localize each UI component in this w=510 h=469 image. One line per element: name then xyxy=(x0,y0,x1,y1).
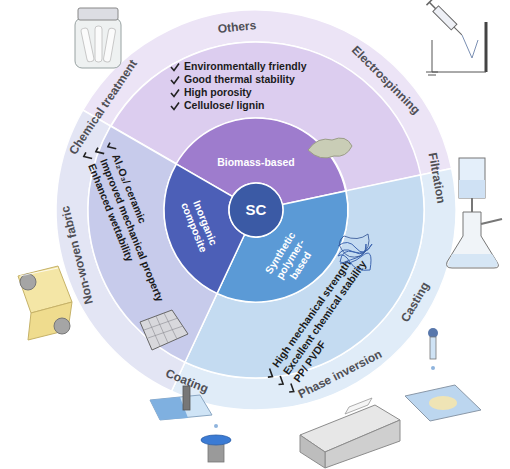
electrospinning-illustration xyxy=(426,72,438,73)
coating-illustration xyxy=(214,424,218,428)
electrospinning-illustration xyxy=(485,22,488,72)
property-text: Good thermal stability xyxy=(184,73,295,86)
sector-shape xyxy=(56,10,456,410)
non-woven-illustration xyxy=(28,302,72,340)
jar-illustration xyxy=(103,28,116,63)
coating-illustration xyxy=(208,440,224,462)
checklist-row: Environmentally friendly xyxy=(170,60,342,73)
sector-shape xyxy=(164,164,245,293)
phase-inversion-illustration xyxy=(300,398,400,468)
electrospinning-illustration xyxy=(429,2,435,8)
check-mark xyxy=(106,139,119,152)
category-label: Biomass-based xyxy=(217,156,295,168)
non-woven-illustration xyxy=(18,266,72,313)
check-mark xyxy=(275,376,285,387)
check-mark xyxy=(265,368,275,379)
casting-illustration xyxy=(430,337,436,359)
electrospinning-illustration xyxy=(428,75,436,76)
method-ring: OthersElectrospinningFiltrationCastingPh… xyxy=(56,10,456,410)
electrospinning-illustration xyxy=(426,0,464,38)
check-mark xyxy=(286,383,296,394)
electrospinning-illustration xyxy=(454,27,462,35)
electrospinning-illustration xyxy=(432,40,486,72)
checklist-row: Good thermal stability xyxy=(170,73,342,86)
filtration-illustration xyxy=(481,219,502,224)
coating-illustration xyxy=(150,397,188,420)
center-circle: SC xyxy=(229,183,283,237)
check-mark xyxy=(170,62,180,72)
jar-illustration xyxy=(75,18,121,68)
category-sector: Inorganic composite xyxy=(164,164,245,293)
filtration-illustration xyxy=(459,180,485,198)
check-mark xyxy=(171,63,179,70)
non-woven-illustration xyxy=(20,274,36,290)
filtration-illustration xyxy=(448,254,498,267)
check-mark xyxy=(95,146,104,156)
casting-illustration xyxy=(405,385,481,421)
electrospinning-illustration xyxy=(462,35,478,58)
non-woven-illustration xyxy=(54,318,70,334)
check-mark xyxy=(170,75,180,85)
casting-illustration xyxy=(431,366,435,370)
property-text: Cellulose/ lignin xyxy=(184,99,265,112)
filtration-illustration xyxy=(471,198,473,224)
electrospinning-illustration xyxy=(426,0,486,75)
non-woven-illustration xyxy=(18,266,72,340)
check-mark xyxy=(171,76,179,83)
casting-illustration xyxy=(429,396,457,410)
checklist-row: Cellulose/ lignin xyxy=(170,99,342,112)
check-mark xyxy=(170,101,180,111)
jar-illustration xyxy=(78,8,118,20)
casting-illustration xyxy=(405,328,481,421)
check-mark xyxy=(170,88,180,98)
property-text: Environmentally friendly xyxy=(184,60,307,73)
non-woven-illustration xyxy=(20,268,58,276)
phase-inversion-illustration xyxy=(300,435,325,468)
electrospinning-illustration xyxy=(426,0,432,5)
coating-illustration xyxy=(201,435,231,445)
check-mark xyxy=(94,144,107,157)
phase-inversion-illustration xyxy=(325,420,400,468)
jar-illustration xyxy=(75,8,121,68)
phase-inversion-illustration xyxy=(345,398,372,414)
property-text: High porosity xyxy=(184,86,252,99)
check-mark xyxy=(82,149,95,162)
check-mark xyxy=(171,89,179,96)
checklist-row: High porosity xyxy=(170,86,342,99)
jar-illustration xyxy=(81,28,95,63)
sector-shape xyxy=(229,183,283,237)
check-mark xyxy=(171,102,179,109)
check-mark xyxy=(107,141,116,151)
jar-illustration xyxy=(95,26,102,62)
checklist: Environmentally friendlyGood thermal sta… xyxy=(170,60,342,112)
electrospinning-illustration xyxy=(433,6,457,30)
filtration-illustration xyxy=(459,158,485,198)
check-mark xyxy=(83,150,92,160)
center-label: SC xyxy=(246,204,267,216)
phase-inversion-illustration xyxy=(300,405,400,452)
casting-illustration xyxy=(428,328,438,338)
